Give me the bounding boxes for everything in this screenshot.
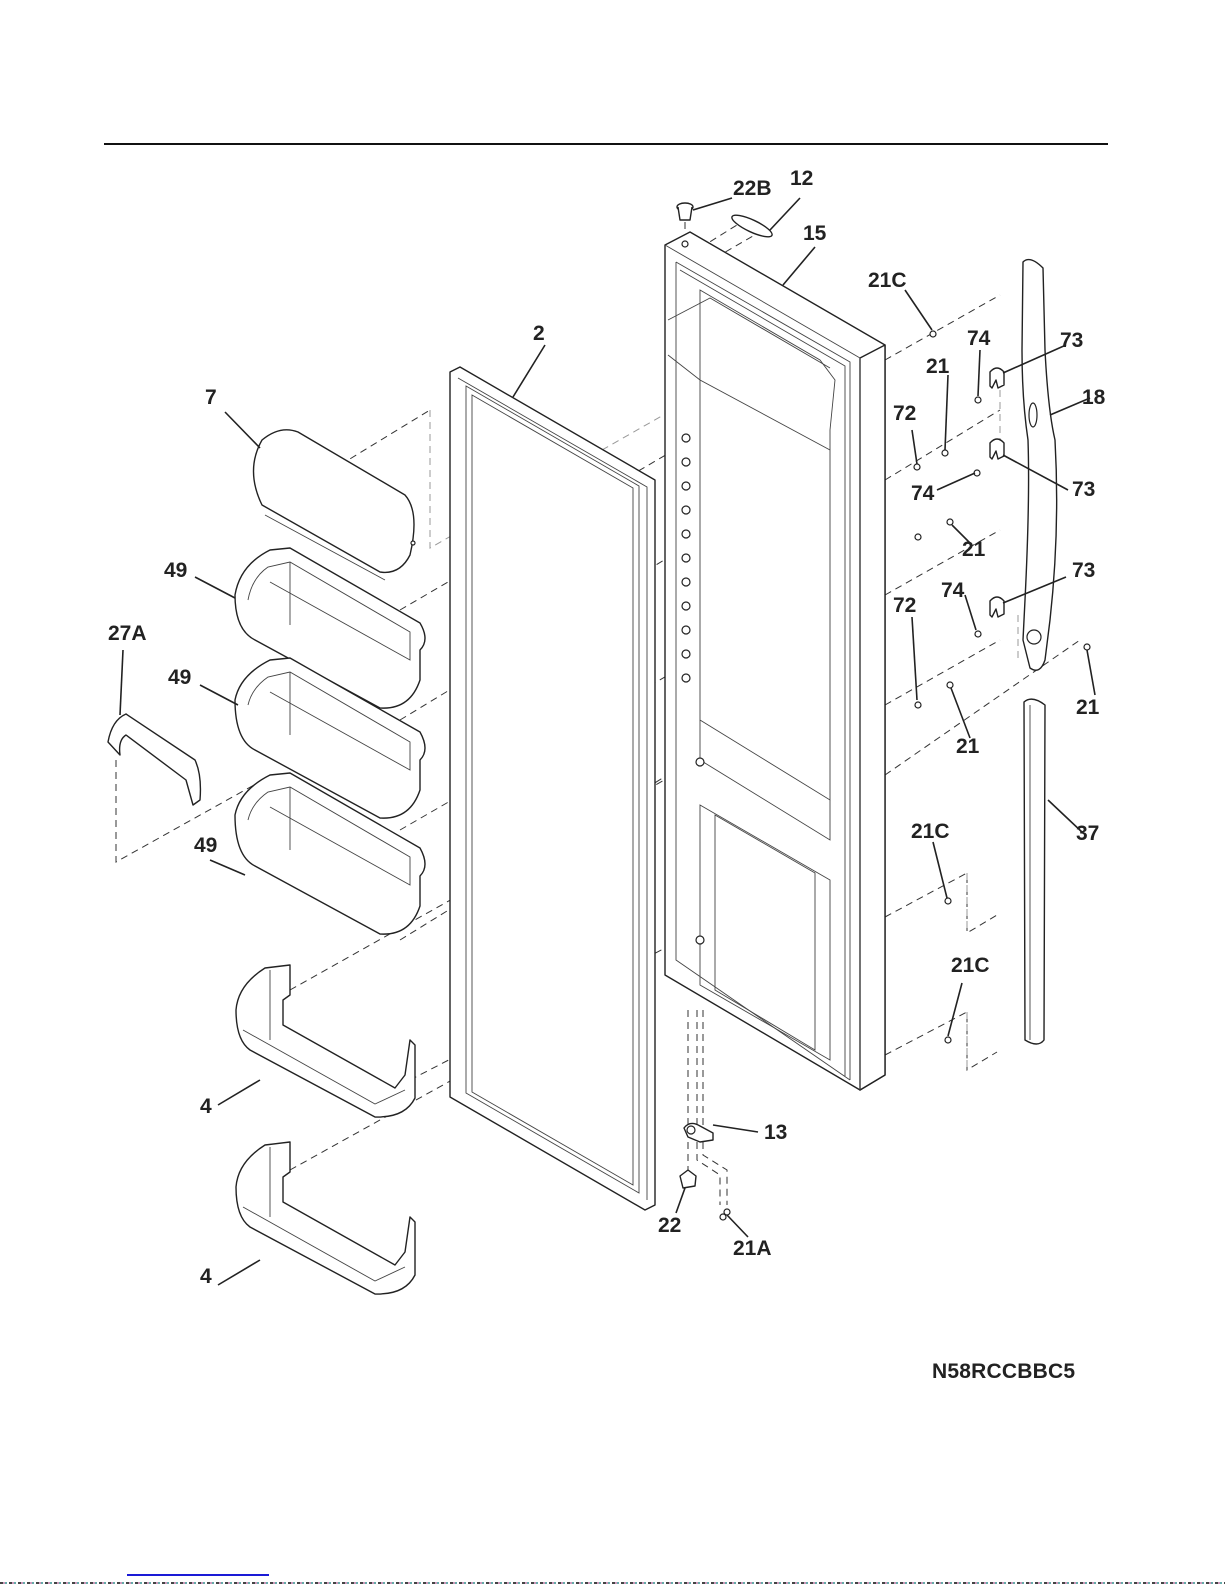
- callout-21c-top: 21C: [868, 269, 907, 292]
- callout-22b: 22B: [733, 177, 772, 200]
- callout-7: 7: [205, 386, 217, 409]
- callout-2: 2: [533, 322, 545, 345]
- door-plug-22b: [677, 203, 693, 220]
- bin-handle: [108, 714, 200, 805]
- handle-clip-1: [990, 368, 1004, 388]
- handle-clip-2: [990, 439, 1004, 459]
- callout-37: 37: [1076, 822, 1099, 845]
- callout-22: 22: [658, 1214, 681, 1237]
- callout-74-a: 74: [967, 327, 991, 350]
- door-gasket: [450, 367, 655, 1210]
- callout-13: 13: [764, 1121, 787, 1144]
- callout-21-d: 21: [1076, 696, 1100, 719]
- callout-21-b: 21: [962, 538, 986, 561]
- callout-21a: 21A: [733, 1237, 772, 1260]
- door-closer-cam: [680, 1170, 696, 1188]
- callout-21-e: 21: [956, 735, 980, 758]
- callout-21c-bot: 21C: [951, 954, 990, 977]
- callout-49-top: 49: [164, 559, 187, 582]
- callout-73-c: 73: [1072, 559, 1095, 582]
- callout-21c-mid: 21C: [911, 820, 950, 843]
- callout-74-b: 74: [911, 482, 935, 505]
- callout-72-b: 72: [893, 594, 916, 617]
- callout-73-b: 73: [1072, 478, 1095, 501]
- lower-handle: [1024, 699, 1045, 1044]
- door-shelf-upper: [236, 965, 415, 1117]
- model-code: N58RCCBBC5: [932, 1360, 1075, 1384]
- door-assembly: [665, 232, 885, 1090]
- upper-handle: [1022, 260, 1057, 671]
- callout-27a: 27A: [108, 622, 147, 645]
- page-bottom-border: [0, 1582, 1225, 1584]
- door-shelf-lower: [236, 1142, 415, 1294]
- callout-72-a: 72: [893, 402, 916, 425]
- callout-18: 18: [1082, 386, 1106, 409]
- callout-49-bot: 49: [194, 834, 217, 857]
- link-underline[interactable]: [127, 1574, 269, 1576]
- callout-15: 15: [803, 222, 827, 245]
- callout-21-a: 21: [926, 355, 950, 378]
- callout-73-a: 73: [1060, 329, 1083, 352]
- handle-clip-3: [990, 597, 1004, 617]
- callout-74-c: 74: [941, 579, 965, 602]
- callout-4-lower: 4: [200, 1265, 212, 1288]
- callout-49-mid: 49: [168, 666, 191, 689]
- callout-12: 12: [790, 167, 813, 190]
- callout-4-upper: 4: [200, 1095, 212, 1118]
